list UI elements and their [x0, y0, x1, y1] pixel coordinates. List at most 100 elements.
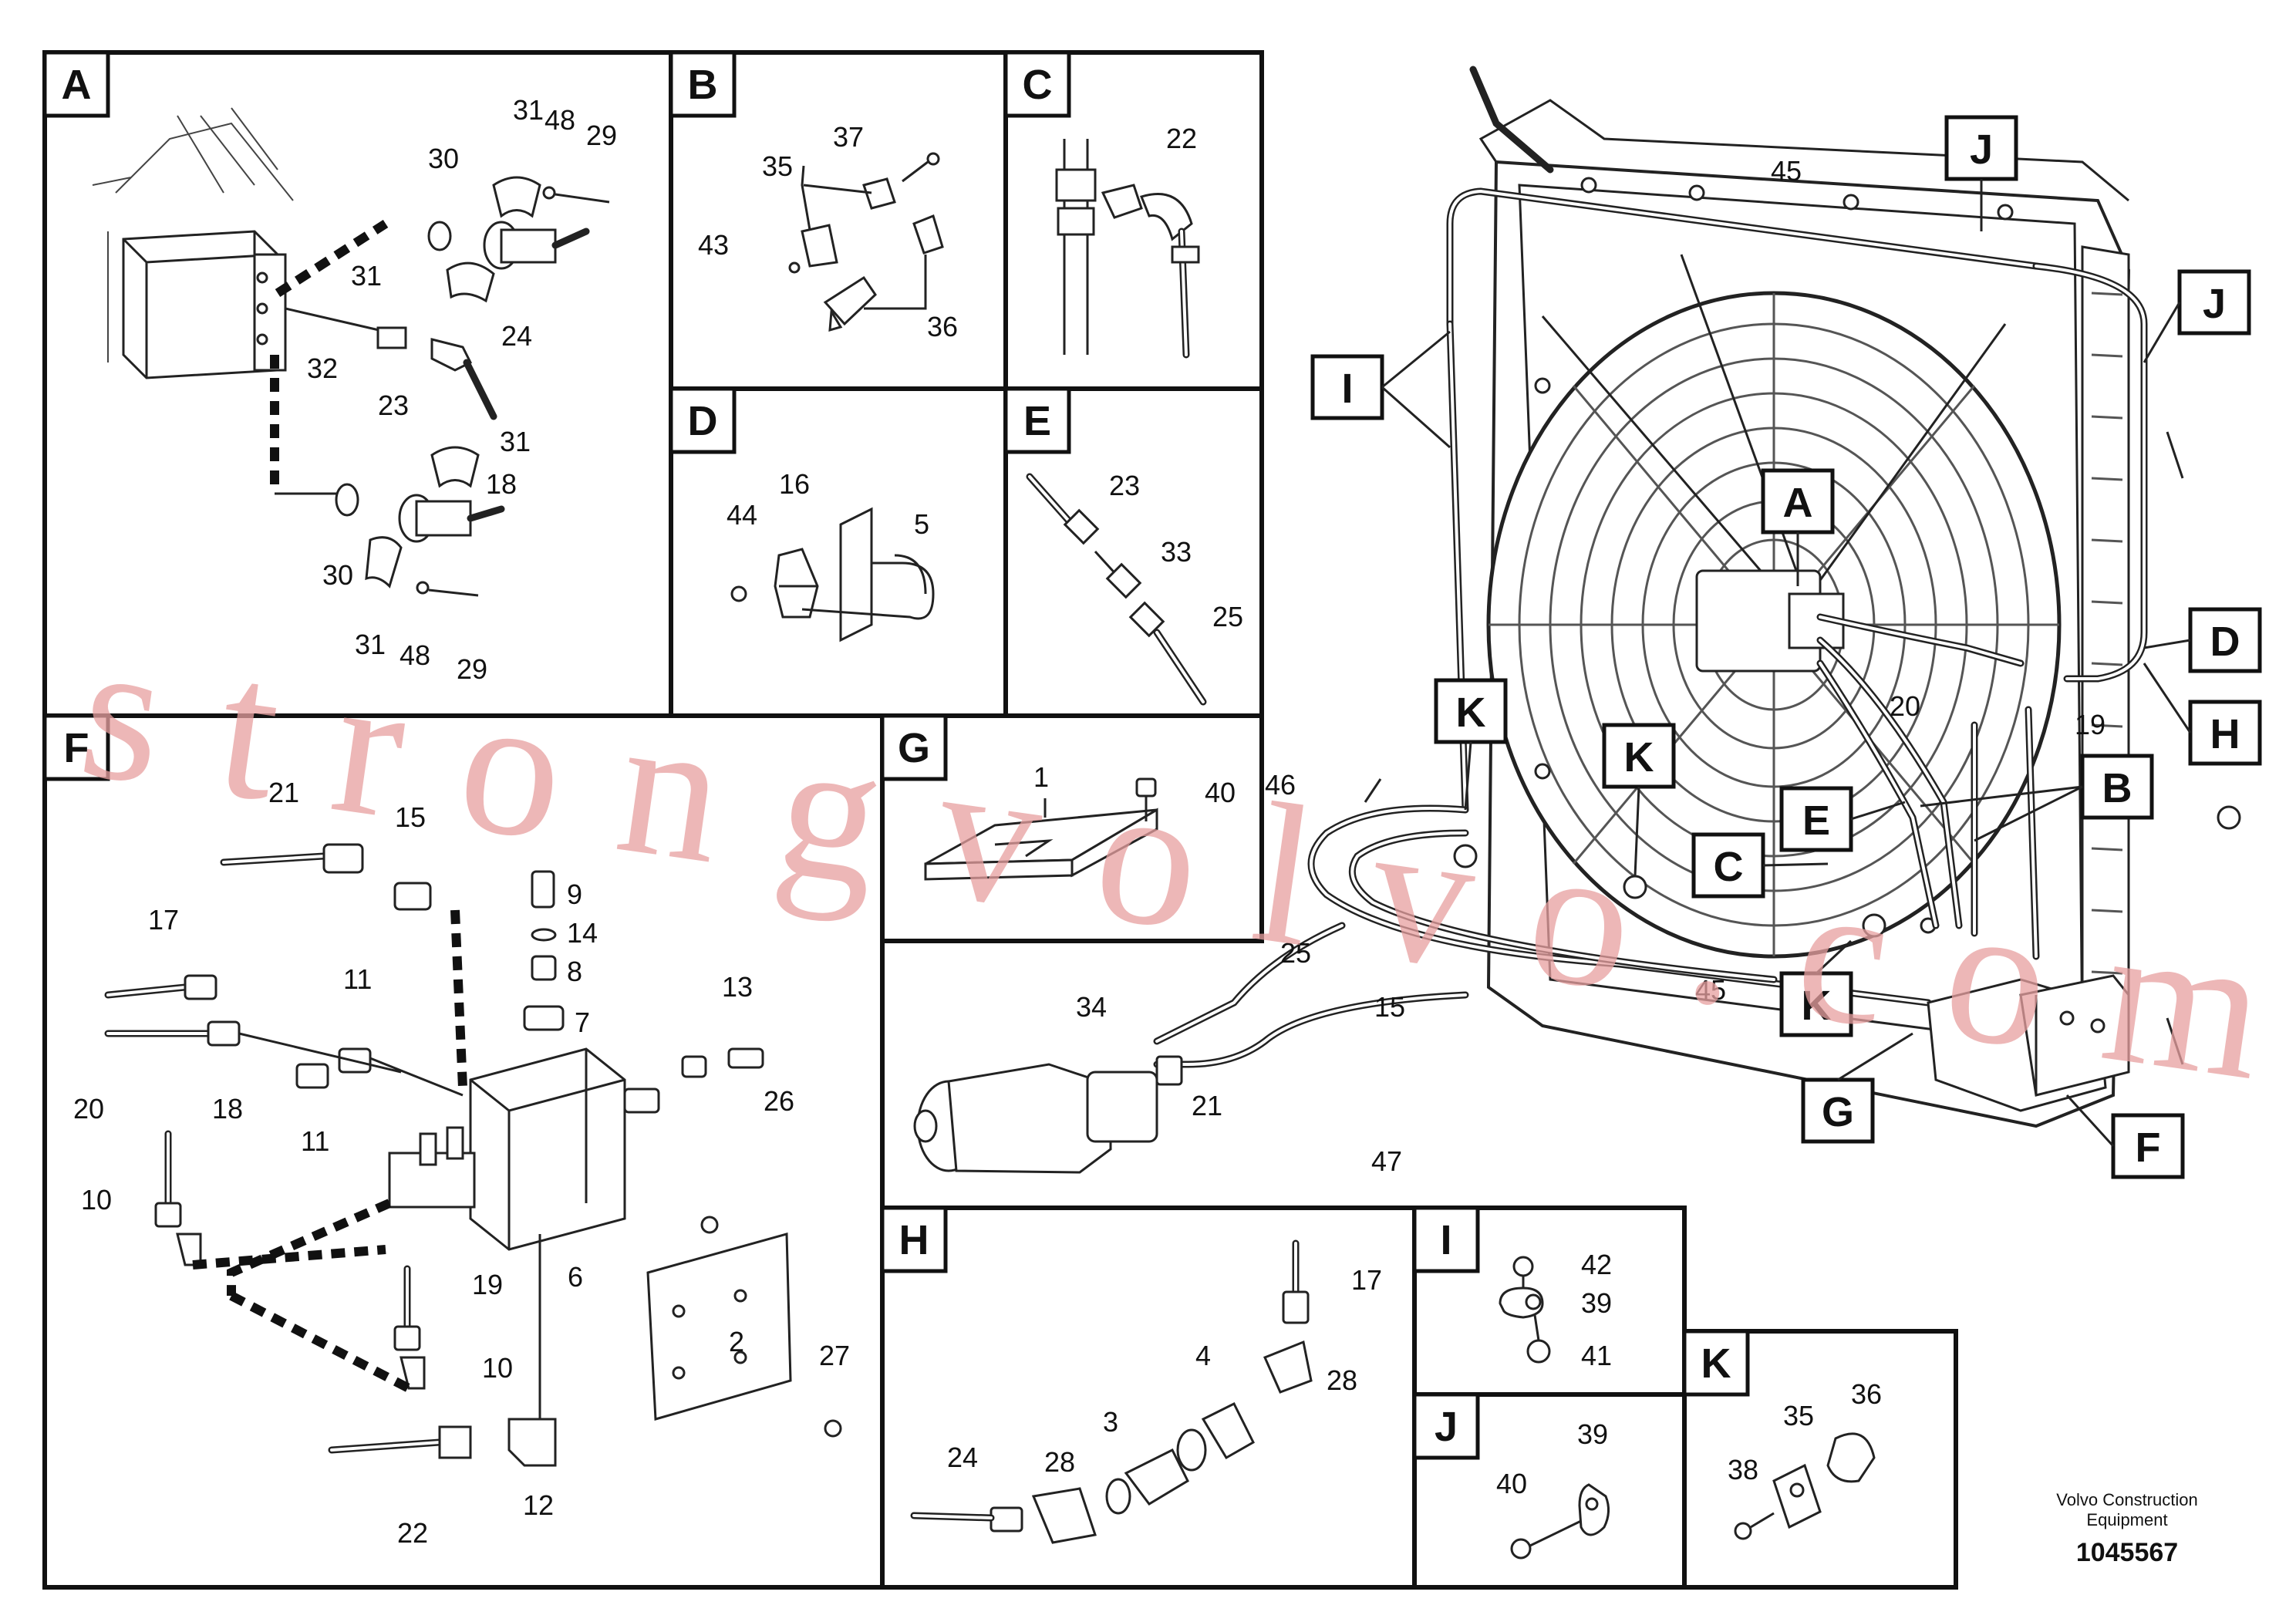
panel-tab-c: C	[1003, 50, 1071, 118]
panel-tab-a: A	[42, 50, 110, 118]
part-label: 35	[1783, 1400, 1814, 1431]
part-label: 29	[586, 120, 617, 151]
part-label: 11	[301, 1125, 329, 1157]
part-label: 45	[1771, 155, 1802, 187]
svg-text:F: F	[64, 725, 89, 771]
panel-k-drawing	[1734, 1432, 1876, 1540]
part-label: 41	[1581, 1340, 1612, 1371]
panel-tab-h: H	[880, 1206, 948, 1273]
part-label: 45	[1695, 974, 1726, 1006]
part-label: 11	[343, 963, 372, 995]
svg-text:C: C	[1714, 844, 1744, 890]
part-label: 31	[500, 426, 531, 457]
panel-b-drawing	[788, 152, 944, 332]
part-label: 36	[927, 311, 958, 342]
part-label: 28	[1044, 1446, 1075, 1478]
part-label: 14	[567, 917, 598, 949]
panel-j-labels: 39 40	[1496, 1418, 1608, 1499]
callout-box-k3: K	[1779, 939, 1853, 1037]
svg-text:B: B	[2102, 765, 2132, 811]
part-label: 29	[457, 653, 487, 685]
panel-g-labels: 1 40	[1033, 761, 1236, 808]
panel-tab-g: G	[880, 713, 948, 781]
callout-box-j1: J	[1944, 115, 2018, 231]
callout-box-b: B	[1920, 754, 2154, 842]
panel-e-labels: 23 33 25	[1109, 470, 1243, 632]
svg-text:K: K	[1456, 690, 1486, 736]
panel-j-drawing	[1510, 1483, 1610, 1560]
panel-tab-k: K	[1682, 1329, 1750, 1397]
svg-text:K: K	[1802, 983, 1832, 1029]
callout-box-j2: J	[2143, 269, 2251, 363]
part-label: 35	[762, 150, 793, 182]
part-label: 42	[1581, 1249, 1612, 1280]
panel-tab-b: B	[669, 50, 737, 118]
panel-f-labels: 21 15 17 9 14 8 11 13 7 18 11 20 26 10 6…	[73, 777, 850, 1549]
part-label: 23	[378, 389, 409, 421]
part-label: 33	[1161, 536, 1192, 568]
svg-text:A: A	[62, 62, 92, 108]
part-label: 25	[1280, 937, 1311, 969]
part-label: 32	[307, 352, 338, 384]
svg-text:H: H	[2210, 711, 2240, 757]
main-callouts: A B C D E F G H I J J K K K	[1310, 115, 2262, 1179]
svg-text:C: C	[1023, 62, 1053, 108]
panel-tab-f: F	[42, 713, 110, 781]
part-label: 43	[698, 229, 729, 261]
part-label: 12	[523, 1489, 554, 1521]
main-part-labels: 45 20 19 46 25 15 34 21 47 45	[1076, 155, 2106, 1177]
panel-frames	[42, 50, 1958, 1590]
svg-text:J: J	[1970, 126, 1993, 173]
svg-text:I: I	[1341, 366, 1353, 412]
callout-box-h: H	[2143, 663, 2262, 766]
callout-box-a: A	[1761, 468, 1835, 586]
callout-box-i: I	[1310, 330, 1451, 449]
part-label: 10	[81, 1184, 112, 1216]
part-label: 48	[544, 104, 575, 136]
panel-e-drawing	[1026, 473, 1207, 706]
panel-g-drawing	[924, 777, 1158, 881]
part-label: 47	[1371, 1145, 1402, 1177]
panel-tab-d: D	[669, 386, 737, 454]
svg-text:D: D	[2210, 619, 2240, 665]
maker-line-2: Equipment	[2086, 1510, 2167, 1529]
panel-i-labels: 42 39 41	[1581, 1249, 1612, 1371]
part-label: 17	[148, 904, 179, 936]
svg-text:J: J	[1435, 1404, 1458, 1450]
part-label: 37	[833, 121, 864, 153]
part-label: 20	[1890, 690, 1920, 722]
panel-k-labels: 35 36 38	[1728, 1378, 1882, 1485]
part-label: 8	[567, 956, 582, 987]
panel-h-labels: 17 4 28 3 24 28	[947, 1264, 1382, 1478]
part-label: 17	[1351, 1264, 1382, 1296]
panel-d-labels: 44 16 5	[727, 468, 929, 540]
part-label: 18	[212, 1093, 243, 1125]
part-label: 27	[819, 1340, 850, 1371]
callout-box-c: C	[1691, 832, 1829, 899]
svg-text:K: K	[1624, 734, 1654, 781]
part-label: 16	[779, 468, 810, 500]
part-label: 19	[2075, 709, 2106, 740]
panel-f-drawing	[104, 843, 842, 1467]
svg-text:J: J	[2203, 281, 2226, 327]
svg-text:G: G	[1822, 1089, 1854, 1135]
footer: Volvo Construction Equipment 1045567	[2056, 1490, 2197, 1567]
part-label: 24	[501, 320, 532, 352]
part-label: 21	[1192, 1090, 1222, 1121]
part-label: 10	[482, 1352, 513, 1384]
callout-box-k2: K	[1602, 723, 1676, 877]
drawing-number: 1045567	[2076, 1538, 2178, 1567]
part-label: 22	[1166, 123, 1197, 154]
part-label: 34	[1076, 991, 1107, 1023]
part-label: 2	[729, 1326, 744, 1357]
part-label: 4	[1195, 1340, 1211, 1371]
panel-c-labels: 22	[1166, 123, 1197, 154]
part-label: 15	[1374, 991, 1405, 1023]
part-label: 36	[1851, 1378, 1882, 1410]
svg-text:F: F	[2136, 1125, 2161, 1171]
callout-box-e: E	[1779, 786, 1906, 852]
part-label: 22	[397, 1517, 428, 1549]
part-label: 30	[322, 559, 353, 591]
part-label: 30	[428, 143, 459, 174]
